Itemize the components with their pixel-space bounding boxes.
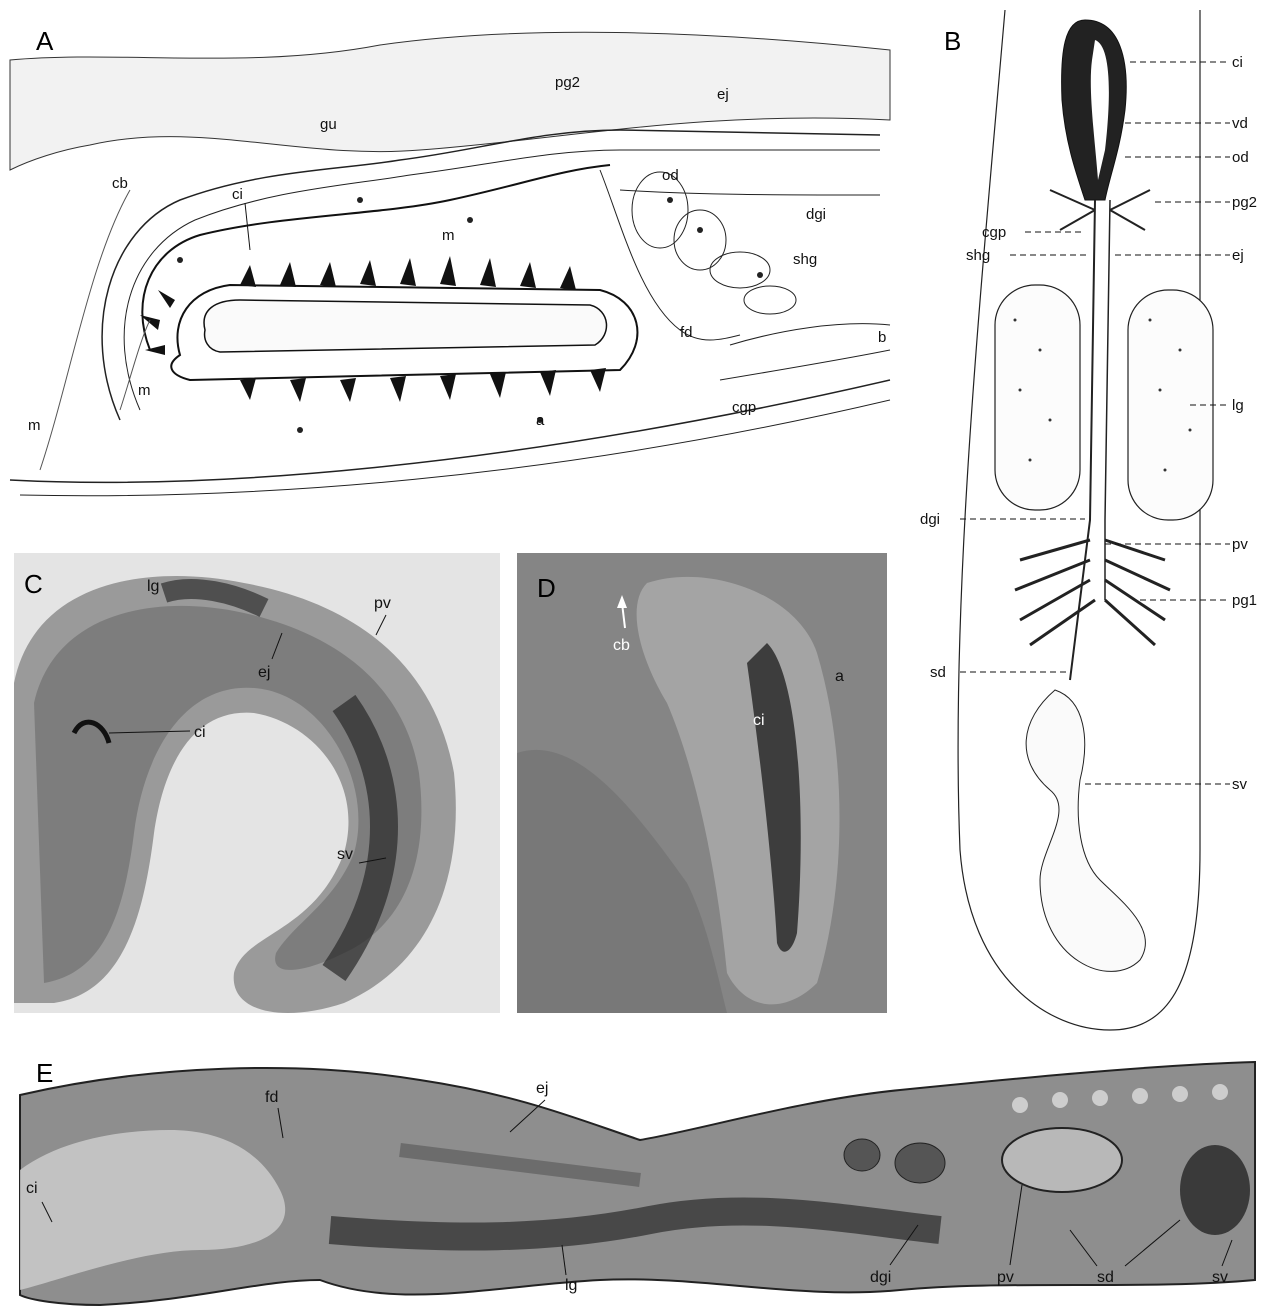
- panel-b-label: B: [944, 26, 961, 57]
- label-lg: lg: [565, 1277, 577, 1294]
- panel-b: B: [900, 0, 1276, 1048]
- label-lg: lg: [147, 578, 159, 595]
- panel-a: A: [0, 0, 900, 505]
- label-fd: fd: [680, 324, 693, 341]
- label-b: b: [878, 329, 886, 346]
- panel-a-drawing: pg2 ej gu cb ci od dgi m shg fd b m m cg…: [0, 0, 900, 505]
- label-dgi: dgi: [920, 511, 940, 528]
- label-dgi: dgi: [870, 1269, 891, 1286]
- panel-c: lg pv ej ci sv C: [14, 553, 500, 1013]
- panel-e-label: E: [36, 1058, 53, 1089]
- label-a: a: [536, 412, 545, 429]
- label-ci: ci: [232, 186, 243, 203]
- label-shg: shg: [966, 247, 990, 264]
- panel-c-micrograph: lg pv ej ci sv: [14, 553, 500, 1013]
- panel-d: cb a ci D: [517, 553, 887, 1013]
- label-cgp: cgp: [982, 224, 1006, 241]
- panel-e: E fd ej ci lg dgi pv sd sv: [0, 1050, 1276, 1311]
- label-shg: shg: [793, 251, 817, 268]
- panel-a-label: A: [36, 26, 53, 57]
- label-od: od: [1232, 149, 1249, 166]
- label-sv: sv: [337, 846, 353, 863]
- panel-d-micrograph: cb a ci: [517, 553, 887, 1013]
- label-m-1: m: [442, 227, 455, 244]
- label-m-3: m: [28, 417, 41, 434]
- label-cb: cb: [613, 637, 630, 654]
- label-pv: pv: [997, 1269, 1014, 1286]
- panel-c-label: C: [24, 569, 43, 600]
- label-ci: ci: [753, 712, 765, 729]
- label-ej: ej: [258, 664, 270, 681]
- label-sd: sd: [1097, 1269, 1114, 1286]
- label-dgi: dgi: [806, 206, 826, 223]
- label-ci: ci: [194, 724, 206, 741]
- panel-b-drawing: ci vd od pg2 cgp ej shg lg dgi pv pg1 sd…: [900, 0, 1276, 1048]
- label-fd: fd: [265, 1089, 278, 1106]
- label-lg: lg: [1232, 397, 1244, 414]
- label-od: od: [662, 167, 679, 184]
- label-cgp: cgp: [732, 399, 756, 416]
- label-pv: pv: [374, 595, 391, 612]
- label-sv: sv: [1232, 776, 1248, 793]
- label-vd: vd: [1232, 115, 1248, 132]
- label-ej: ej: [536, 1080, 548, 1097]
- label-sd: sd: [930, 664, 946, 681]
- label-pg2: pg2: [555, 74, 580, 91]
- panel-d-label: D: [537, 573, 556, 604]
- label-gu: gu: [320, 116, 337, 133]
- label-a: a: [835, 668, 844, 685]
- label-ej: ej: [1232, 247, 1244, 264]
- label-pg1: pg1: [1232, 592, 1257, 609]
- label-m-2: m: [138, 382, 151, 399]
- label-ci: ci: [26, 1180, 38, 1197]
- label-pg2: pg2: [1232, 194, 1257, 211]
- label-ci: ci: [1232, 54, 1243, 71]
- label-pv: pv: [1232, 536, 1248, 553]
- panel-e-micrograph: fd ej ci lg dgi pv sd sv: [0, 1050, 1276, 1311]
- label-cb: cb: [112, 175, 128, 192]
- label-ej: ej: [717, 86, 729, 103]
- label-sv: sv: [1212, 1269, 1228, 1286]
